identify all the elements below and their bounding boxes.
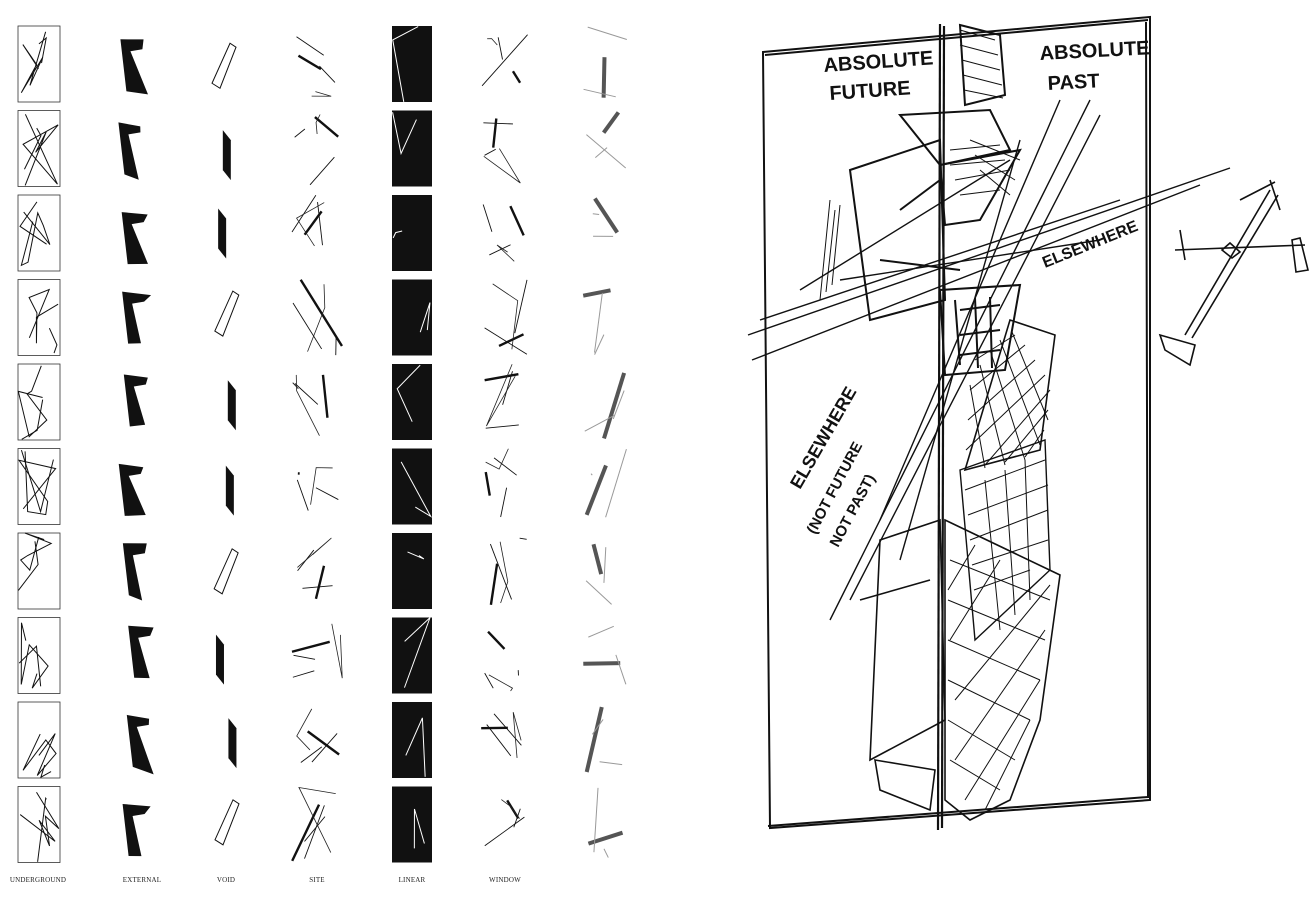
grid-cell <box>17 363 61 441</box>
grid-cell <box>121 212 148 265</box>
grid-cell <box>296 708 340 763</box>
grid-cell <box>291 195 325 247</box>
sketch-lower-lattice <box>944 518 1061 821</box>
label-absolute-future-1: ABSOLUTE <box>823 47 934 77</box>
grid-cell <box>17 701 61 779</box>
grid-cell <box>296 36 336 97</box>
column-label-external: EXTERNAL <box>122 876 162 884</box>
sketch-upper-shape <box>848 23 1022 322</box>
grid-cell <box>213 548 239 595</box>
grid-cell <box>587 787 624 858</box>
grid-cell <box>17 279 61 356</box>
column-label-window: WINDOW <box>489 876 521 884</box>
grid-cell <box>481 34 528 87</box>
grid-cell <box>222 130 231 181</box>
sketch-mesh <box>959 318 1056 642</box>
label-absolute-past-2: PAST <box>1047 70 1100 95</box>
grid-cell <box>582 288 611 355</box>
grid-cell <box>122 291 152 344</box>
grid-cell <box>584 706 623 773</box>
column-label-underground: UNDERGROUND <box>9 876 67 884</box>
grid-cell <box>584 372 627 440</box>
grid-cell <box>392 786 432 863</box>
grid-cell <box>128 625 154 679</box>
grid-column-site <box>291 36 343 862</box>
grid-cell <box>592 197 619 237</box>
grid-cell <box>123 374 148 427</box>
sketch-frame <box>761 15 1151 830</box>
grid-cell <box>392 702 432 778</box>
sketch-lower-plane <box>859 518 946 812</box>
grid-cell <box>392 110 432 187</box>
grid-cell <box>291 623 343 679</box>
grid-cell <box>392 533 432 609</box>
grid-cell <box>583 26 627 98</box>
grid-cell <box>17 110 61 187</box>
sketch-hatching <box>819 29 1021 301</box>
grid-cell <box>584 448 627 518</box>
grid-cell <box>17 25 61 103</box>
grid-cell <box>291 786 336 862</box>
grid-cell <box>392 279 432 356</box>
grid-cell <box>392 448 433 525</box>
grid-cell <box>225 465 234 516</box>
grid-cell <box>17 448 61 525</box>
grid-cell <box>122 803 151 857</box>
grid-cell <box>17 786 61 863</box>
grid-cell <box>215 634 224 685</box>
grid-cell <box>118 122 141 180</box>
grid-column-linear <box>392 26 433 863</box>
grid-cell <box>489 537 527 605</box>
grid-column-window <box>481 34 528 847</box>
grid-cell <box>392 195 432 271</box>
label-elsewhere-right: ELSEWHERE <box>1040 218 1141 272</box>
label-absolute-future-2: FUTURE <box>829 77 911 105</box>
grid-cell <box>583 625 627 685</box>
grid-cell <box>484 448 517 518</box>
grid-cell <box>482 204 525 262</box>
grid-cell <box>392 26 432 102</box>
grid-cell <box>484 630 519 692</box>
grid-cell <box>586 111 627 169</box>
grid-cell <box>17 532 61 610</box>
grid-cell <box>211 42 237 89</box>
grid-cell <box>481 712 522 759</box>
grid-cell <box>294 114 339 186</box>
grid-cell <box>392 617 432 694</box>
grid-cell <box>296 467 339 511</box>
grid-cell <box>218 208 227 259</box>
grid-cell <box>214 799 240 846</box>
column-label-linear: LINEAR <box>398 876 426 884</box>
grid-cell <box>483 118 521 184</box>
grid-cell <box>484 799 525 847</box>
grid-cell <box>228 718 237 769</box>
grid-cell <box>17 194 61 272</box>
grid-column-void <box>211 42 240 846</box>
grid-cell <box>484 364 519 429</box>
grid-cell <box>227 380 236 431</box>
column-label-void: VOID <box>216 876 236 884</box>
grid-cell <box>118 463 146 516</box>
label-absolute-past-1: ABSOLUTE <box>1039 37 1150 65</box>
grid-cell <box>392 364 432 440</box>
grid-cell <box>585 543 612 605</box>
sketch-side-element <box>1158 179 1309 367</box>
grid-cell <box>292 374 329 436</box>
column-label-site: SITE <box>309 876 325 884</box>
grid-cell <box>214 290 240 337</box>
grid-cell <box>126 714 154 775</box>
grid-cell <box>120 39 148 95</box>
grid-column-sheet <box>582 26 627 858</box>
grid-column-external <box>118 39 154 857</box>
grid-cell <box>17 617 61 694</box>
grid-cell <box>122 543 147 601</box>
grid-cell <box>292 279 343 356</box>
grid-cell <box>297 537 333 600</box>
grid-cell <box>484 279 528 355</box>
grid-column-underground <box>17 25 61 863</box>
